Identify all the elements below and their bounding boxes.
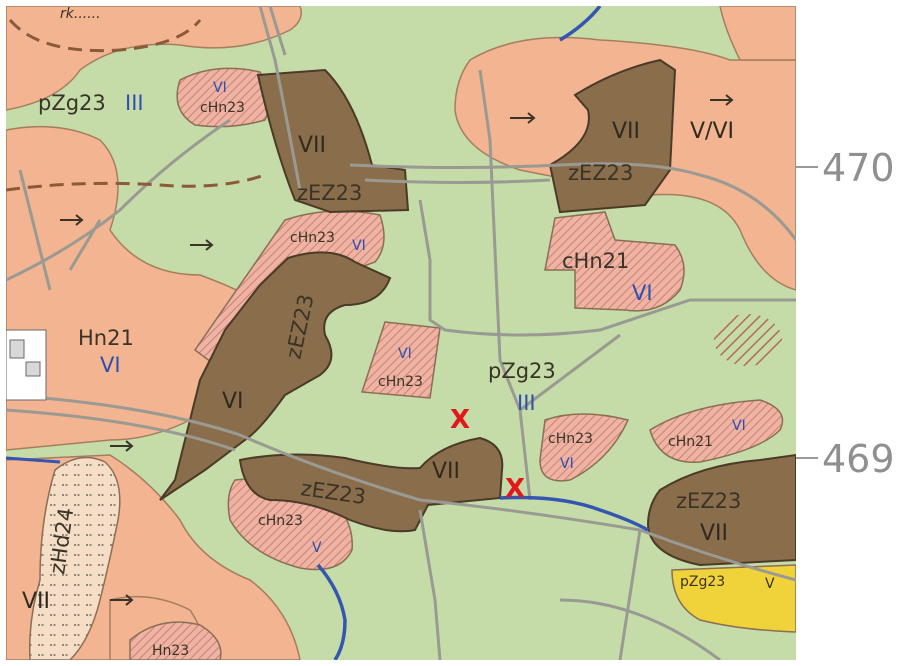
brown-region-5 xyxy=(646,453,796,567)
unit-class-u13: VI xyxy=(732,418,746,434)
unit-code-u8: pZg23 xyxy=(488,359,556,383)
unit-code-u15: cHn23 xyxy=(258,513,303,529)
settlement xyxy=(6,329,47,401)
unit-class-u6: VI xyxy=(222,389,244,414)
brown-region-2 xyxy=(159,251,392,501)
unit-class-u16: VII xyxy=(700,521,728,546)
marker-x-1: X xyxy=(450,405,470,435)
unit-code-u19: Hn23 xyxy=(152,643,189,659)
unit-code-u7: cHn23 xyxy=(378,374,423,390)
unit-class-u10: V/VI xyxy=(690,119,734,144)
unit-code-u13: cHn21 xyxy=(668,434,713,450)
brown-region-1 xyxy=(256,68,410,214)
hatched-region-8 xyxy=(129,621,222,660)
unit-class-u2: VI xyxy=(213,80,227,96)
marker-x-2: X xyxy=(505,474,525,504)
dashed-boundary-top xyxy=(8,19,202,53)
unit-class-u12: VI xyxy=(560,456,574,472)
map-frame: rk...... pZg23 III VI cHn23 VII zEZ23 cH… xyxy=(6,6,796,660)
unit-class-u3: VII xyxy=(298,133,326,158)
yellow-region xyxy=(671,564,796,633)
unit-class-u5: VI xyxy=(100,353,121,377)
unit-class-u15: V xyxy=(312,540,322,556)
stream-left xyxy=(6,456,61,464)
unit-code-u2: cHn23 xyxy=(200,100,245,116)
brown-region-3 xyxy=(548,58,677,214)
hatched-region-5 xyxy=(539,413,630,482)
unit-class-u11: VI xyxy=(632,281,653,305)
stream-bottom-left xyxy=(316,563,347,660)
orange-region-left xyxy=(6,125,256,451)
unit-class-u17: V xyxy=(765,576,775,592)
dotted-region xyxy=(28,456,121,660)
unit-class-u4: VI xyxy=(352,238,366,254)
unit-code-u16: zEZ23 xyxy=(676,489,741,513)
orange-region-top-right-corner xyxy=(719,6,796,61)
unit-class-u7: VI xyxy=(398,346,412,362)
unit-class-u8: III xyxy=(517,391,536,415)
stream-top xyxy=(559,6,602,42)
unit-class-u18: VII xyxy=(22,589,50,614)
hatched-region-3 xyxy=(360,321,441,399)
arrow-markers xyxy=(60,94,734,606)
unit-class-u1: III xyxy=(125,91,144,115)
dashed-boundary xyxy=(6,173,266,192)
hatched-region-6 xyxy=(649,399,784,463)
unit-class-u14: VII xyxy=(432,459,460,484)
unit-code-u5: Hn21 xyxy=(78,326,134,350)
hatched-region-1 xyxy=(176,67,270,128)
orange-region-top-left xyxy=(6,6,302,111)
unit-code-u4: cHn23 xyxy=(290,230,335,246)
hatched-region-4 xyxy=(544,211,685,312)
grid-label-470: 470 xyxy=(822,146,895,190)
stream-bottom xyxy=(499,495,649,532)
unit-class-u9: VII xyxy=(612,119,640,144)
top-edge-label: rk...... xyxy=(60,6,101,22)
road-network xyxy=(6,6,796,660)
unit-code-u17: pZg23 xyxy=(680,574,725,590)
unit-code-u11: cHn21 xyxy=(562,249,629,273)
grid-label-469: 469 xyxy=(822,437,895,481)
unit-code-u3: zEZ23 xyxy=(297,181,362,205)
unit-code-u1: pZg23 xyxy=(38,91,106,115)
unit-code-u9: zEZ23 xyxy=(568,161,633,185)
hatched-oval xyxy=(714,314,782,366)
unit-code-u12: cHn23 xyxy=(548,431,593,447)
